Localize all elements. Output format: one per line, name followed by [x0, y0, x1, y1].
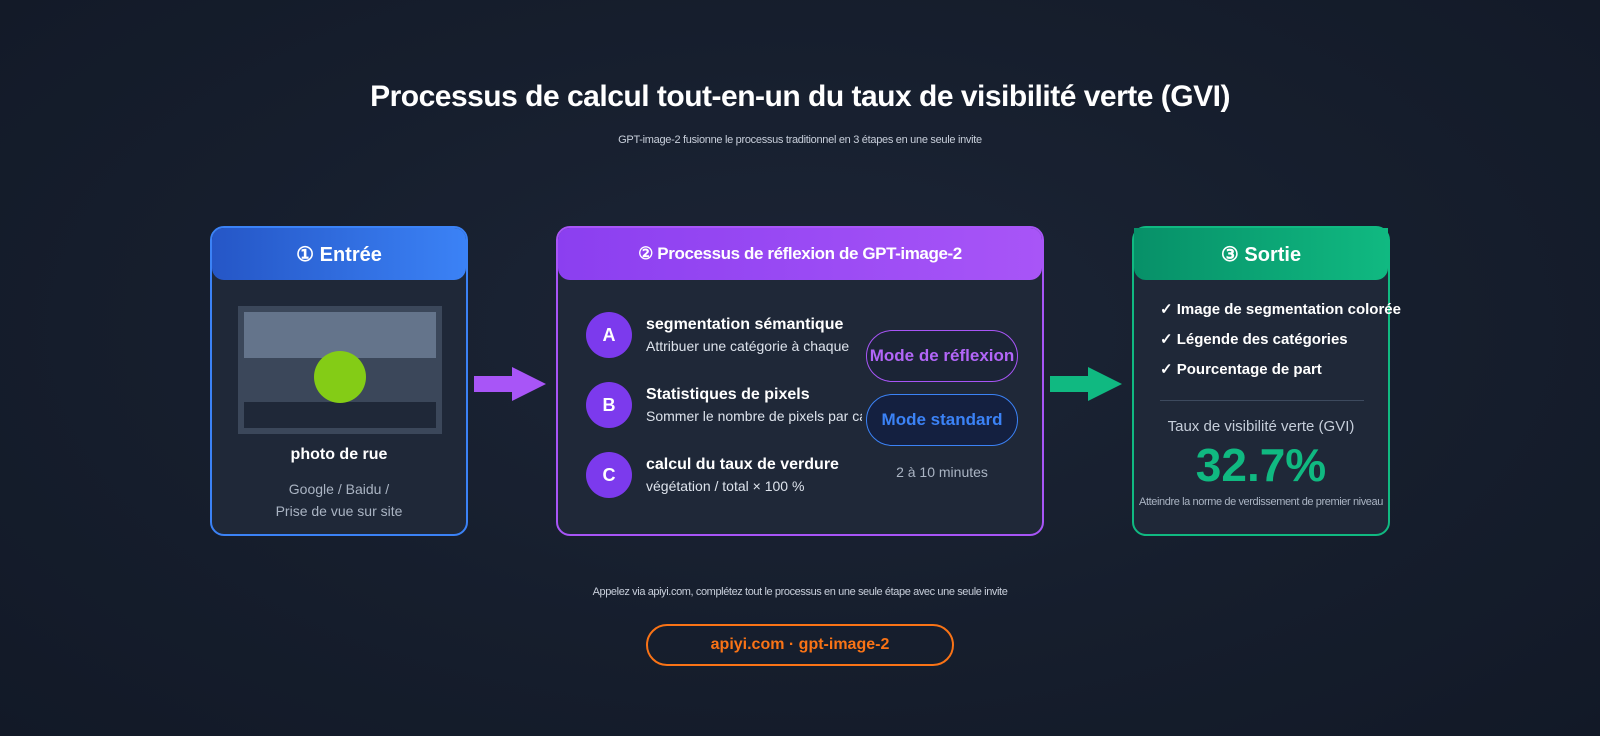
photo-label: photo de rue	[290, 446, 388, 463]
photo-road	[244, 402, 436, 428]
photo-sky	[244, 312, 436, 358]
step-badge: A	[586, 312, 632, 358]
output-divider	[1160, 400, 1364, 401]
photo-source-line-1: Google / Baidu /	[288, 481, 390, 497]
input-card: ① Entrée photo de rue Google / Baidu / P…	[210, 226, 468, 536]
input-card-title: ① Entrée	[212, 228, 466, 280]
street-photo-illustration	[238, 306, 442, 434]
steps-area: A segmentation sémantique Attribuer une …	[558, 228, 862, 534]
step-description: Attribuer une catégorie à chaque	[646, 338, 850, 354]
gvi-label: Taux de visibilité verte (GVI)	[1167, 418, 1355, 435]
footer-link-pill[interactable]: apiyi.com · gpt-image-2	[646, 624, 954, 666]
step-c: C calcul du taux de verdure végétation /…	[586, 452, 862, 500]
photo-source: Google / Baidu / Prise de vue sur site	[212, 478, 466, 522]
output-item: ✓ Image de segmentation colorée	[1160, 301, 1401, 318]
output-card-title: ③ Sortie	[1134, 228, 1388, 280]
step-badge: B	[586, 382, 632, 428]
standard-mode-button[interactable]: Mode standard	[866, 394, 1018, 446]
footer-note: Appelez via apiyi.com, complétez tout le…	[592, 586, 1008, 598]
step-title: calcul du taux de verdure	[646, 456, 839, 473]
duration-label: 2 à 10 minutes	[896, 464, 988, 480]
output-list: ✓ Image de segmentation colorée ✓ Légend…	[1160, 300, 1401, 390]
step-description: Sommer le nombre de pixels par cat	[646, 408, 862, 424]
output-item: ✓ Légende des catégories	[1160, 331, 1348, 348]
gvi-note: Atteindre la norme de verdissement de pr…	[1139, 496, 1383, 508]
process-card: ② Processus de réflexion de GPT-image-2 …	[556, 226, 1044, 536]
step-b: B Statistiques de pixels Sommer le nombr…	[586, 382, 862, 430]
gvi-value: 32.7%	[1195, 439, 1327, 491]
page-title: Processus de calcul tout-en-un du taux d…	[370, 80, 1230, 113]
process-card-title: ② Processus de réflexion de GPT-image-2	[558, 228, 1042, 280]
arrow-right-icon	[1050, 367, 1122, 401]
step-badge: C	[586, 452, 632, 498]
arrow-right-icon	[474, 367, 546, 401]
photo-source-line-2: Prise de vue sur site	[275, 503, 403, 519]
step-title: segmentation sémantique	[646, 316, 844, 333]
step-title: Statistiques de pixels	[646, 386, 810, 403]
step-description: végétation / total × 100 %	[646, 478, 805, 494]
photo-tree-icon	[314, 351, 366, 403]
step-a: A segmentation sémantique Attribuer une …	[586, 312, 862, 360]
page-subtitle: GPT-image-2 fusionne le processus tradit…	[618, 134, 982, 146]
output-card: ③ Sortie ✓ Image de segmentation colorée…	[1132, 226, 1401, 536]
reflexion-mode-button[interactable]: Mode de réflexion	[866, 330, 1018, 382]
output-item: ✓ Pourcentage de part	[1160, 361, 1322, 378]
